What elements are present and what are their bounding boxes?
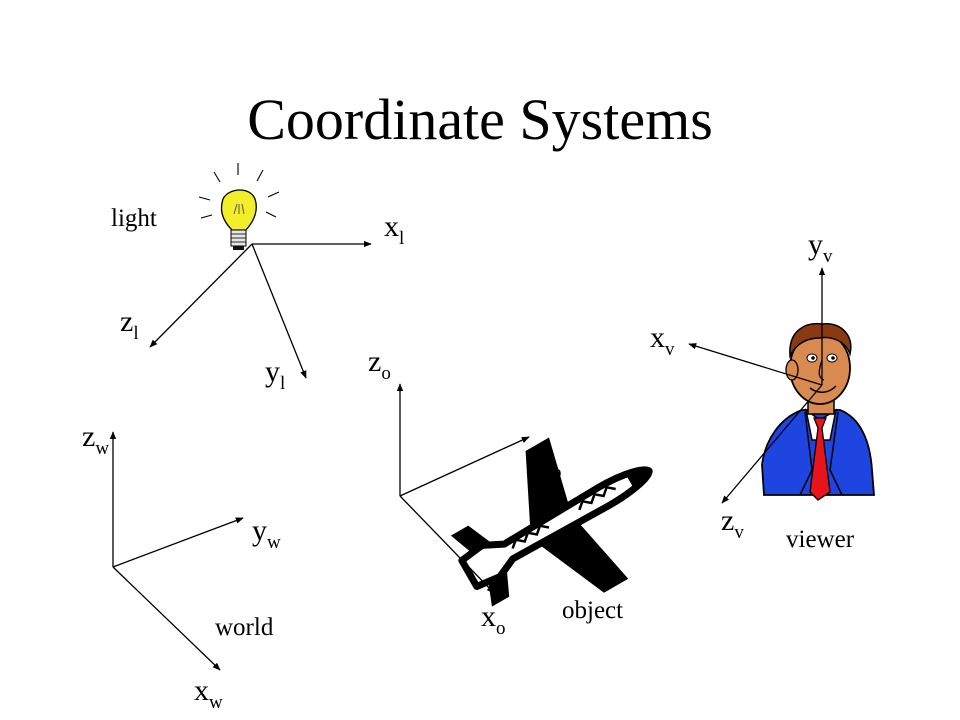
viewer-frame: yv xv zv viewer	[650, 228, 875, 553]
light-z-axis	[149, 243, 253, 348]
world-y-label: yw	[252, 514, 281, 553]
object-z-label: zo	[368, 345, 391, 384]
light-bulb-icon	[198, 163, 280, 250]
viewer-y-label: yv	[808, 228, 833, 267]
object-y-axis	[399, 436, 530, 497]
light-y-axis	[251, 243, 307, 379]
world-x-axis	[112, 566, 221, 671]
world-y-axis	[112, 517, 244, 568]
light-y-label: yl	[265, 355, 285, 394]
object-caption: object	[562, 597, 623, 624]
light-z-label: zl	[120, 305, 139, 344]
world-z-label: zw	[82, 420, 109, 459]
world-x-label: xw	[194, 674, 223, 713]
world-frame: zw yw xw world	[82, 420, 281, 713]
world-caption: world	[215, 614, 274, 641]
viewer-x-axis	[688, 343, 823, 386]
object-y-label: yo	[537, 444, 562, 483]
light-caption: light	[111, 205, 157, 232]
viewer-z-label: zv	[721, 504, 744, 543]
airplane-icon	[450, 437, 653, 607]
light-frame: light xl zl yl	[111, 163, 404, 394]
viewer-z-axis	[721, 384, 823, 504]
viewer-caption: viewer	[786, 526, 855, 553]
object-frame: zo yo xo object	[368, 345, 653, 639]
object-x-axis	[399, 495, 495, 594]
viewer-x-label: xv	[650, 321, 675, 360]
light-x-label: xl	[384, 210, 404, 249]
businessman-icon	[761, 322, 875, 501]
slide-title: Coordinate Systems	[247, 87, 713, 152]
object-x-label: xo	[481, 600, 506, 639]
